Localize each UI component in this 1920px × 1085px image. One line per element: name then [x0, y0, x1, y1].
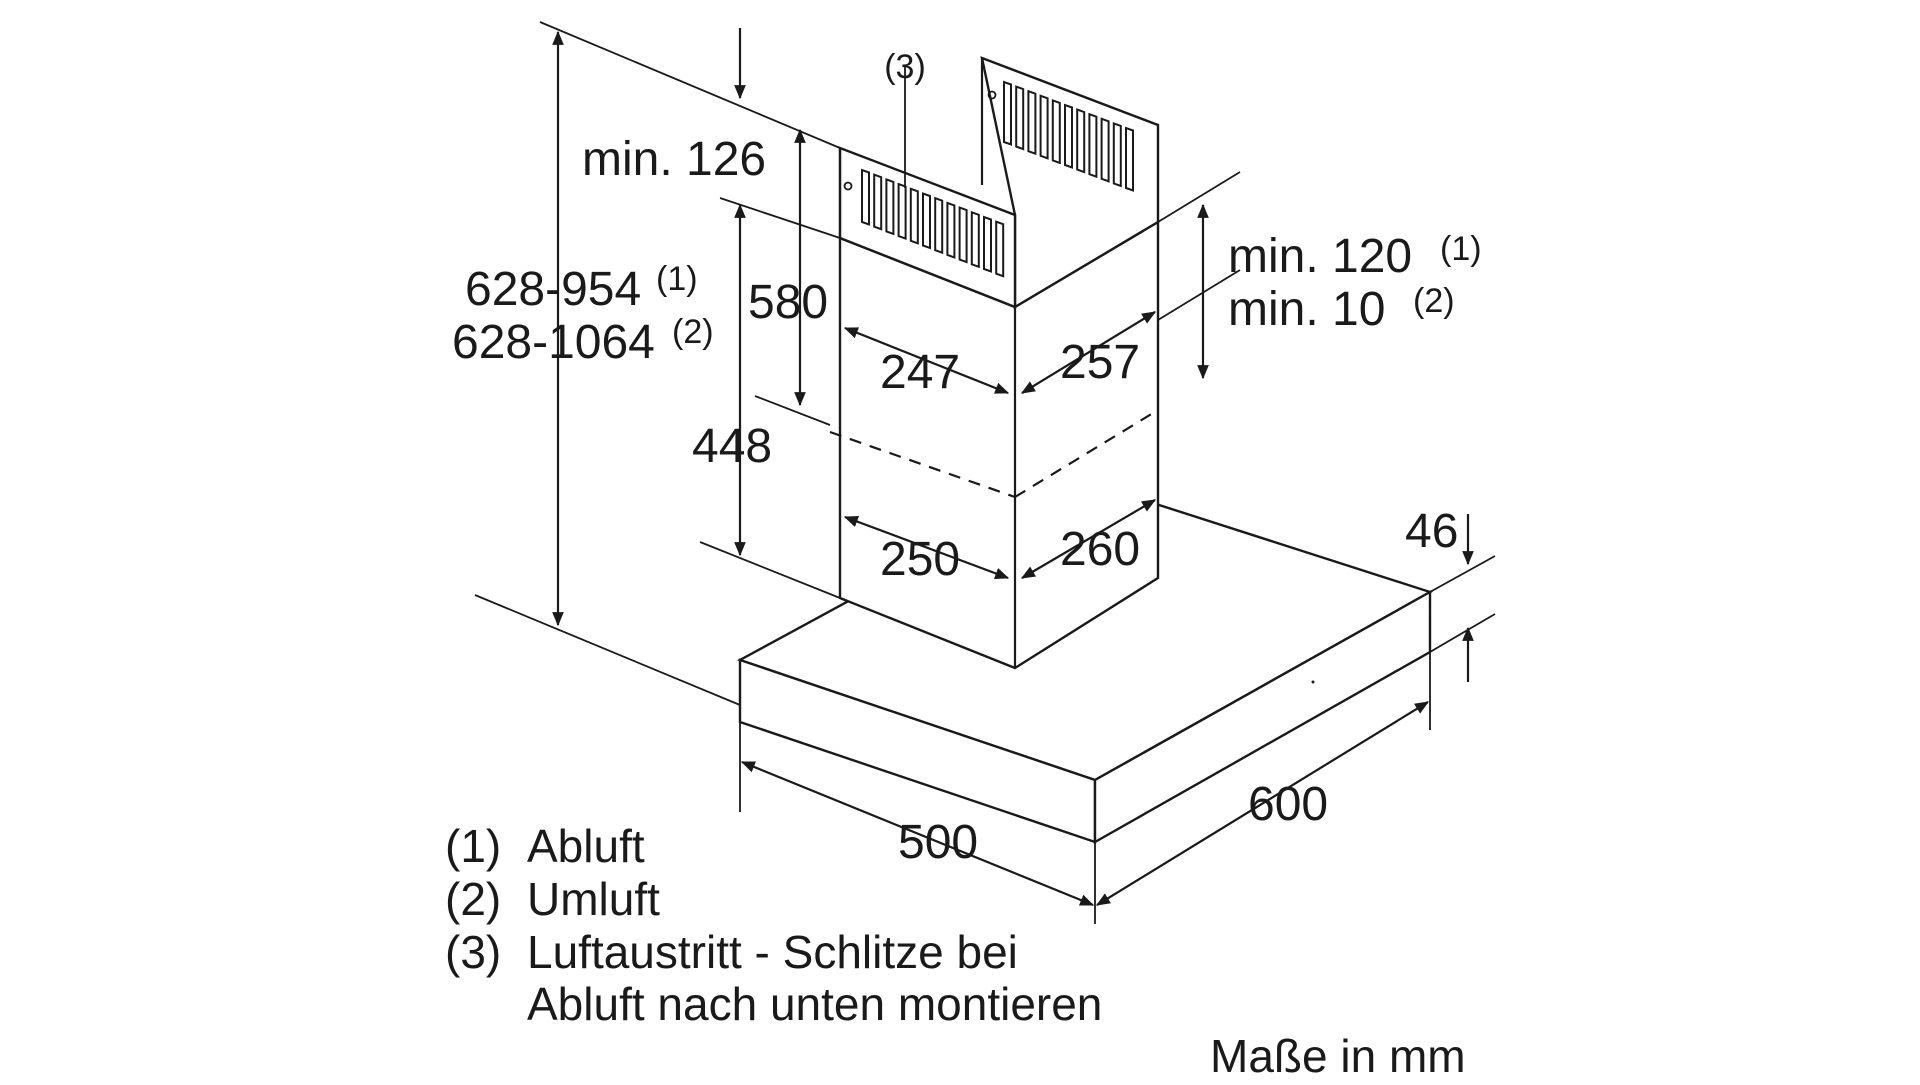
air-slot	[1064, 103, 1073, 169]
lower-depth-label: 250	[880, 533, 960, 586]
total-height-exhaust-ref: (1)	[656, 260, 698, 298]
upper-chimney-side	[980, 56, 1160, 310]
air-slot	[1100, 117, 1110, 183]
min-top-label: min. 126	[582, 133, 766, 186]
air-slot	[885, 177, 895, 236]
legend-text-1: Abluft	[527, 820, 645, 872]
air-slot	[958, 206, 968, 264]
air-slot	[1125, 126, 1134, 192]
air-slot	[1051, 98, 1061, 165]
air-slot	[970, 210, 980, 269]
air-slot	[1039, 94, 1049, 160]
legend-text-2: Umluft	[527, 873, 660, 925]
total-height-recirc-ref: (2)	[672, 313, 714, 351]
air-slot	[922, 192, 931, 250]
lower-chimney-height-label: 448	[692, 420, 772, 473]
upper-chimney-height-label: 580	[748, 276, 828, 329]
air-outlet-slots	[843, 80, 1134, 278]
units-note: Maße in mm	[1210, 1030, 1466, 1080]
air-slot	[1015, 85, 1025, 151]
total-height-recirc-label: 628-1064	[452, 316, 655, 369]
air-slot	[946, 201, 956, 259]
screw-icon	[987, 90, 997, 100]
air-slot	[983, 215, 992, 273]
air-slot	[1112, 121, 1122, 188]
upper-depth-label: 247	[880, 346, 960, 399]
min-gap-exhaust-ref: (1)	[1440, 230, 1482, 268]
air-slot	[909, 187, 919, 245]
min-gap-exhaust-label: min. 120	[1228, 230, 1412, 283]
air-slot	[1027, 89, 1037, 156]
min-gap-recirc-ref: (2)	[1413, 282, 1455, 320]
legend: (1) Abluft (2) Umluft (3) Luftaustritt -…	[445, 820, 1102, 1030]
canopy-width-label: 600	[1248, 778, 1328, 831]
legend-num-1: (1)	[445, 820, 501, 872]
air-slot	[1076, 108, 1086, 174]
air-slot	[1088, 112, 1098, 179]
upper-width-label: 257	[1060, 336, 1140, 389]
air-slot	[1003, 80, 1012, 146]
upper-chimney	[838, 56, 1160, 310]
legend-num-3: (3)	[445, 926, 501, 978]
air-slot	[934, 196, 944, 255]
canopy-depth-label: 500	[898, 816, 978, 869]
extension-lines	[474, 21, 1496, 924]
air-slot	[861, 168, 870, 226]
air-slot	[873, 173, 883, 231]
air-slot	[995, 220, 1005, 278]
screw-icon	[843, 181, 853, 191]
slots-callout-label: (3)	[884, 48, 926, 86]
lower-width-label: 260	[1060, 523, 1140, 576]
dimension-arrows	[552, 28, 1474, 907]
total-height-exhaust-label: 628-954	[465, 263, 641, 316]
min-gap-recirc-label: min. 10	[1228, 283, 1385, 336]
legend-text-3: Luftaustritt - Schlitze bei	[527, 926, 1018, 978]
canopy-height-label: 46	[1405, 505, 1458, 558]
legend-num-2: (2)	[445, 873, 501, 925]
air-slot	[897, 182, 907, 241]
legend-text-4: Abluft nach unten montieren	[527, 978, 1102, 1030]
